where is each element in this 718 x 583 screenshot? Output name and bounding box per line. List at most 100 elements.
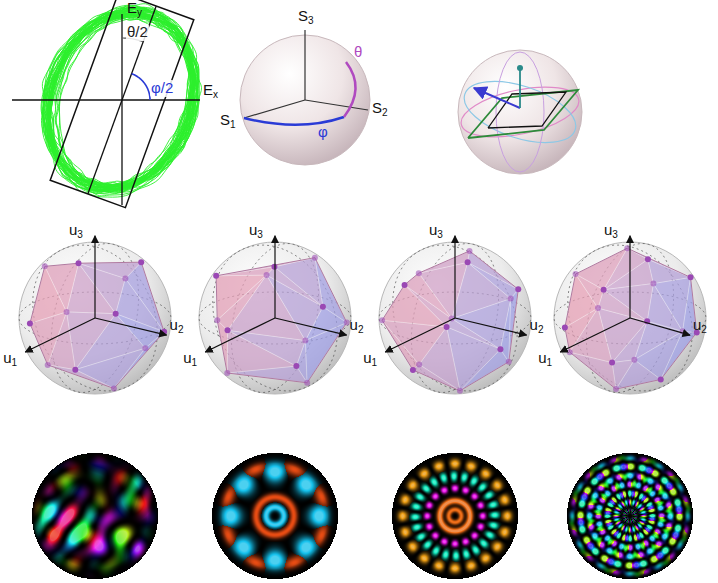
coordinate-axis — [455, 318, 527, 335]
theta-arc — [344, 62, 356, 117]
polyhedron-face — [648, 259, 691, 283]
polyhedron-sphere — [19, 236, 171, 394]
vertex-point — [658, 376, 664, 382]
stokes-axis-label: S1 — [220, 112, 236, 129]
vertex-point — [111, 385, 117, 391]
vertex-point — [214, 317, 220, 323]
bounding-rectangle — [50, 0, 194, 208]
vertex-point — [320, 304, 326, 310]
axis-label: u1 — [363, 350, 377, 367]
polyhedron-face — [30, 312, 67, 365]
vertex-point — [613, 386, 619, 392]
polyhedron-outline — [30, 262, 164, 388]
coordinate-axis — [275, 318, 347, 335]
vertex-point — [688, 274, 694, 280]
vertex-point — [562, 324, 568, 330]
axis-label: u1 — [3, 350, 17, 367]
axis-label: u3 — [429, 222, 443, 239]
vertex-point — [72, 367, 78, 373]
vertex-point — [609, 360, 615, 366]
axis-line — [12, 99, 200, 100]
vertex-point — [506, 359, 512, 365]
vertex-point — [416, 270, 422, 276]
phi-arc — [244, 117, 344, 125]
orbit-ellipse — [457, 69, 583, 154]
polyhedron-outline — [216, 258, 347, 383]
vertex-point — [113, 311, 119, 317]
vertex-point — [465, 259, 471, 265]
coordinate-axis — [274, 236, 275, 318]
stokes-axis — [305, 100, 368, 110]
polyhedron-face — [576, 248, 628, 290]
polyhedron-face — [79, 262, 142, 278]
trace-loop — [42, 8, 198, 197]
vertex-point — [497, 346, 503, 352]
vertex-point — [344, 320, 350, 326]
polyhedron-sphere — [379, 236, 531, 394]
vertex-point — [508, 296, 514, 302]
polyhedron-face — [116, 314, 164, 348]
vertex-point — [293, 363, 299, 369]
mode-pattern — [32, 453, 158, 579]
axis-line — [121, 14, 122, 205]
poincare-sphere — [458, 50, 582, 174]
major-axis-line — [88, 6, 156, 194]
vertex-point — [601, 287, 607, 293]
coordinate-axis — [560, 318, 630, 352]
vertex-point — [45, 362, 51, 368]
mode-pattern — [212, 453, 338, 579]
vertex-point — [225, 327, 231, 333]
vertex-point — [302, 338, 308, 344]
vertex-point — [595, 305, 601, 311]
vertex-point — [224, 370, 230, 376]
coordinate-axis — [205, 318, 275, 352]
vertex-point — [27, 320, 33, 326]
axis-label: u3 — [249, 222, 263, 239]
vertex-point — [645, 256, 651, 262]
vertex-point — [457, 388, 463, 394]
vertex-point — [64, 309, 70, 315]
stokes-axis — [304, 30, 305, 100]
angle-arc — [132, 74, 150, 100]
vertex-point — [515, 286, 521, 292]
angle-label: φ/2 — [150, 80, 174, 97]
vertex-point — [573, 271, 579, 277]
polyhedron-sphere — [554, 236, 706, 394]
orbit-ellipse — [496, 52, 544, 172]
trace-loop — [56, 15, 193, 188]
polarization-frame — [488, 92, 566, 128]
coordinate-axis — [454, 236, 455, 318]
vertex-point — [410, 367, 416, 373]
trace-loop — [48, 4, 193, 190]
coordinate-axis — [629, 236, 630, 318]
polyhedron-face — [413, 364, 460, 390]
polarization-frame — [468, 90, 578, 138]
polyhedron-face — [217, 275, 266, 330]
axis-label: u1 — [538, 350, 552, 367]
vertex-point — [213, 273, 219, 279]
axis-label: u2 — [530, 317, 544, 334]
coordinate-axis — [385, 318, 455, 352]
vertex-point — [567, 349, 573, 355]
trace-loop — [43, 8, 196, 194]
polyhedron-outline — [565, 248, 697, 389]
angle-label: θ — [354, 44, 362, 61]
trace-loop — [45, 5, 197, 189]
stokes-axis-label: S3 — [298, 8, 314, 25]
polyhedron-face — [75, 348, 145, 388]
axis-label: u2 — [350, 317, 364, 334]
field-axis-label: Ex — [203, 82, 218, 99]
axis-label: u2 — [693, 317, 707, 334]
angle-label: φ — [318, 124, 328, 141]
trace-loop — [48, 12, 189, 191]
trace-loop — [41, 17, 195, 190]
vertex-point — [304, 380, 310, 386]
state-point — [517, 65, 523, 71]
polyhedron-face — [604, 284, 654, 322]
coordinate-axis — [25, 318, 95, 352]
angle-label: θ/2 — [126, 24, 149, 41]
mode-pattern — [392, 453, 518, 579]
stokes-axis — [244, 100, 305, 118]
